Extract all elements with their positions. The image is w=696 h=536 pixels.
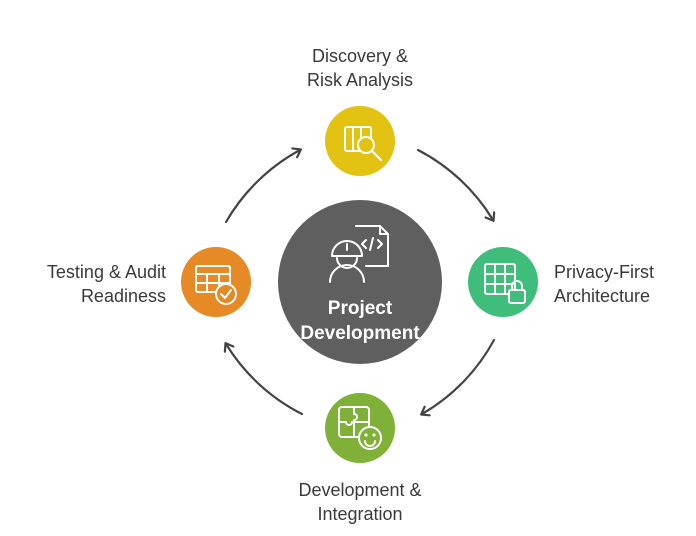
stage-testing-label-line1: Testing & Audit xyxy=(46,262,166,282)
center-label-line1: Project xyxy=(327,298,393,319)
arrow-privacy-to-development xyxy=(422,338,496,414)
arrow-development-to-testing xyxy=(226,344,304,416)
stage-development-label-line1: Development & xyxy=(298,480,422,500)
arrow-discovery-to-privacy xyxy=(416,148,493,220)
stage-privacy-label-line1: Privacy-First xyxy=(554,262,654,282)
stage-development-circle xyxy=(325,393,395,463)
stage-privacy-label-line2: Architecture xyxy=(554,286,651,306)
document-search-icon xyxy=(344,126,382,161)
center-circle xyxy=(278,200,442,364)
engineer-code-icon xyxy=(329,225,389,283)
stage-discovery-label-line2: Risk Analysis xyxy=(306,70,414,90)
puzzle-face-icon xyxy=(338,406,382,450)
stage-privacy-label: Privacy-First Architecture xyxy=(554,260,694,308)
stage-testing-label: Testing & Audit Readiness xyxy=(6,260,166,308)
stage-privacy-circle xyxy=(468,247,538,317)
stage-development-label: Development & Integration xyxy=(250,478,470,526)
grid-lock-icon xyxy=(484,263,526,304)
center-label: Project Development xyxy=(280,296,440,346)
stage-testing-label-line2: Readiness xyxy=(80,286,166,306)
table-check-icon xyxy=(195,265,237,305)
center-label-line2: Development xyxy=(300,323,420,344)
stage-discovery-label: Discovery & Risk Analysis xyxy=(260,44,460,92)
stage-discovery-label-line1: Discovery & xyxy=(311,46,409,66)
stage-development-label-line2: Integration xyxy=(317,504,403,524)
arrow-testing-to-discovery xyxy=(224,150,300,224)
